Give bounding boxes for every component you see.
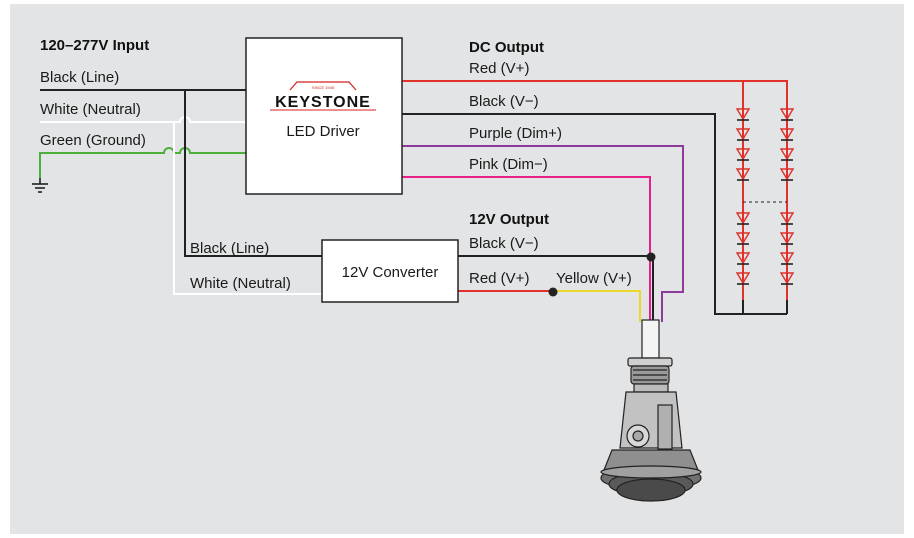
occupancy-sensor-device-icon <box>600 319 702 502</box>
svg-text:SINCE 1945: SINCE 1945 <box>312 85 335 90</box>
input-wires <box>39 89 322 295</box>
led-diode-icon <box>736 108 794 285</box>
svg-text:KEYSTONE: KEYSTONE <box>275 94 371 111</box>
purple-dim-plus-wire <box>402 145 684 322</box>
v12-red-label: Red (V+) <box>469 270 529 287</box>
keystone-logo: SINCE 1945 KEYSTONE <box>270 81 376 111</box>
converter-box <box>321 239 459 303</box>
ground-symbol-icon <box>32 178 48 193</box>
converter-black-in-label: Black (Line) <box>190 240 269 257</box>
yellow-12v-wire <box>552 290 641 322</box>
led-driver-box <box>245 37 403 195</box>
junction-dot-red <box>548 287 558 297</box>
dc-pink-label: Pink (Dim−) <box>469 156 548 173</box>
white-neutral-tap <box>173 122 322 295</box>
input-title: 120–277V Input <box>40 37 149 54</box>
led-array <box>736 108 794 314</box>
green-ground-wire <box>39 147 246 178</box>
dc-black-label: Black (V−) <box>469 93 539 110</box>
input-green-label: Green (Ground) <box>40 132 146 149</box>
v12-black-label: Black (V−) <box>469 235 539 252</box>
converter-white-in-label: White (Neutral) <box>190 275 291 292</box>
dc-output-title: DC Output <box>469 39 544 56</box>
converter-label: 12V Converter <box>342 264 439 281</box>
red-v-plus-wire <box>402 80 788 300</box>
pink-dim-minus-wire <box>402 176 651 322</box>
junction-dot-black <box>646 252 656 262</box>
v12-yellow-label: Yellow (V+) <box>556 270 632 287</box>
dc-purple-label: Purple (Dim+) <box>469 125 562 142</box>
input-black-label: Black (Line) <box>40 69 119 86</box>
v12-output-title: 12V Output <box>469 211 549 228</box>
black-v-minus-wire <box>402 113 787 315</box>
input-white-label: White (Neutral) <box>40 101 141 118</box>
black-line-tap <box>184 90 322 257</box>
led-driver-label: LED Driver <box>286 123 359 140</box>
dc-red-label: Red (V+) <box>469 60 529 77</box>
